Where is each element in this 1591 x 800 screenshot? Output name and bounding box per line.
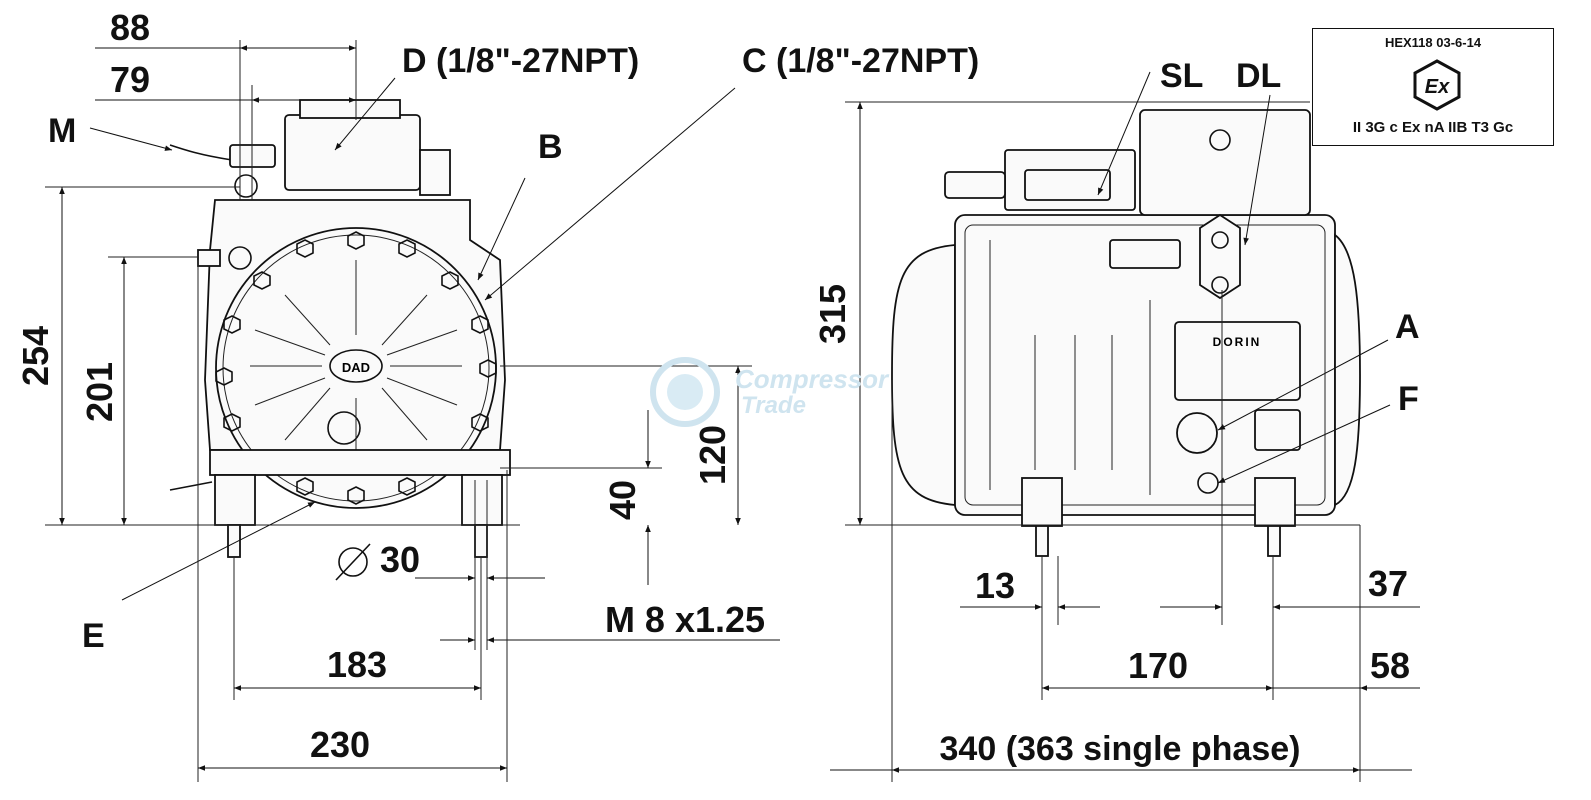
dim-58: 58 — [1370, 645, 1410, 686]
watermark-line2: Trade — [741, 392, 806, 419]
dim-40: 40 — [602, 480, 643, 520]
dim-183: 183 — [327, 644, 387, 685]
label-port-c: C (1/8"-27NPT) — [742, 42, 979, 80]
dim-79: 79 — [110, 59, 150, 100]
label-dl: DL — [1236, 57, 1281, 95]
certification-marking: II 3G c Ex nA IIB T3 Gc — [1352, 119, 1514, 136]
svg-text:DAD: DAD — [342, 360, 370, 375]
dim-315: 315 — [812, 284, 853, 344]
dim-37: 37 — [1368, 563, 1408, 604]
dim-340: 340 (363 single phase) — [940, 730, 1301, 768]
sight-glass — [1176, 412, 1218, 454]
watermark-globe-icon — [650, 357, 720, 427]
brand-plate-text: DORIN — [1213, 335, 1262, 349]
dim-13: 13 — [975, 565, 1015, 606]
dim-30: 30 — [380, 539, 420, 580]
front-view: DAD — [169, 99, 511, 558]
certification-code: HEX118 03-6-14 — [1384, 35, 1482, 50]
side-view: DORIN — [891, 109, 1361, 557]
front-base — [209, 449, 511, 476]
label-b: B — [538, 128, 563, 166]
side-labels: SL DL A F — [1097, 57, 1420, 484]
label-e: E — [82, 617, 105, 655]
dim-120: 120 — [692, 425, 733, 485]
side-dimensions: 315 13 37 170 58 340 (363 single phase) — [812, 101, 1420, 782]
certification-box: HEX118 03-6-14 Ex II 3G c Ex nA IIB T3 G… — [1312, 28, 1554, 146]
label-port-d: D (1/8"-27NPT) — [402, 42, 639, 80]
dim-201: 201 — [79, 362, 120, 422]
dim-thread: M 8 x1.25 — [605, 599, 765, 640]
front-terminal-box — [284, 114, 421, 191]
label-f: F — [1398, 380, 1419, 418]
front-dimensions: 88 79 254 201 120 40 30 M 8 x1.2 — [15, 7, 780, 782]
side-cylinder-head — [1139, 109, 1311, 216]
label-m: M — [48, 112, 76, 150]
brand-plate — [1174, 321, 1301, 401]
label-a: A — [1395, 308, 1420, 346]
ex-symbol: Ex — [1425, 76, 1450, 98]
dim-170: 170 — [1128, 645, 1188, 686]
front-labels: D (1/8"-27NPT) C (1/8"-27NPT) M B E — [48, 42, 979, 655]
watermark-line1: Compressor — [735, 364, 889, 394]
ex-hexagon-icon: Ex — [1413, 59, 1461, 111]
dim-230: 230 — [310, 724, 370, 765]
label-sl: SL — [1160, 57, 1203, 95]
side-motor-end — [891, 244, 956, 506]
dim-88: 88 — [110, 7, 150, 48]
watermark: Compressor Trade — [645, 352, 945, 432]
dim-254: 254 — [15, 326, 56, 386]
